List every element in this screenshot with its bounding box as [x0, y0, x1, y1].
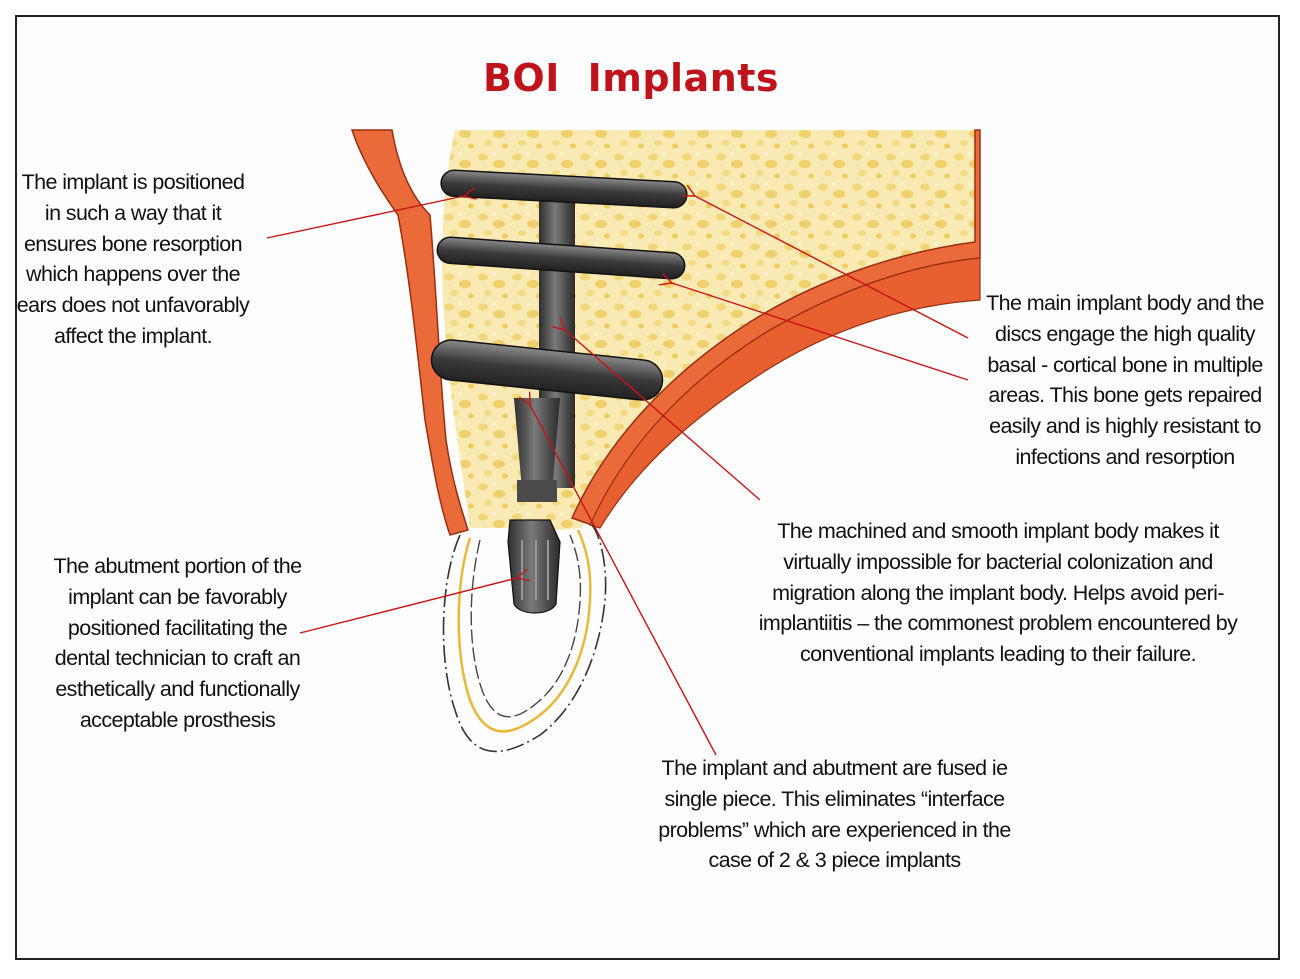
- annotation-basal-bone: The main implant body and the discs enga…: [986, 291, 1264, 469]
- implant-abutment: [507, 519, 561, 614]
- pointer-lines: [266, 196, 969, 756]
- cortical-bone-left: [350, 129, 469, 536]
- pointer-right-middle: [565, 330, 761, 501]
- cancellous-bone: [442, 130, 975, 530]
- pointer-bottom: [530, 405, 717, 756]
- implant-disc-bottom: [430, 339, 664, 401]
- page-title: BOI Implants: [482, 56, 780, 100]
- pointer-left-top: [266, 196, 464, 239]
- pointer-right-top-disc: [695, 196, 969, 339]
- gum-outline-outer: [442, 524, 607, 753]
- pointer-left-bottom: [299, 578, 517, 634]
- pointer-right-top-disc2: [672, 283, 969, 381]
- annotation-smooth-body: The machined and smooth implant body mak…: [758, 519, 1238, 667]
- gum-outline-inner: [470, 534, 582, 718]
- boi-implant: [430, 169, 688, 614]
- gum-outline-yellow: [457, 529, 592, 733]
- implant-disc-middle: [436, 236, 686, 280]
- annotation-positioning: The implant is positioned in such a way …: [16, 170, 250, 348]
- annotation-abutment: The abutment portion of the implant can …: [53, 554, 303, 732]
- annotation-single-piece: The implant and abutment are fused ie si…: [658, 756, 1011, 873]
